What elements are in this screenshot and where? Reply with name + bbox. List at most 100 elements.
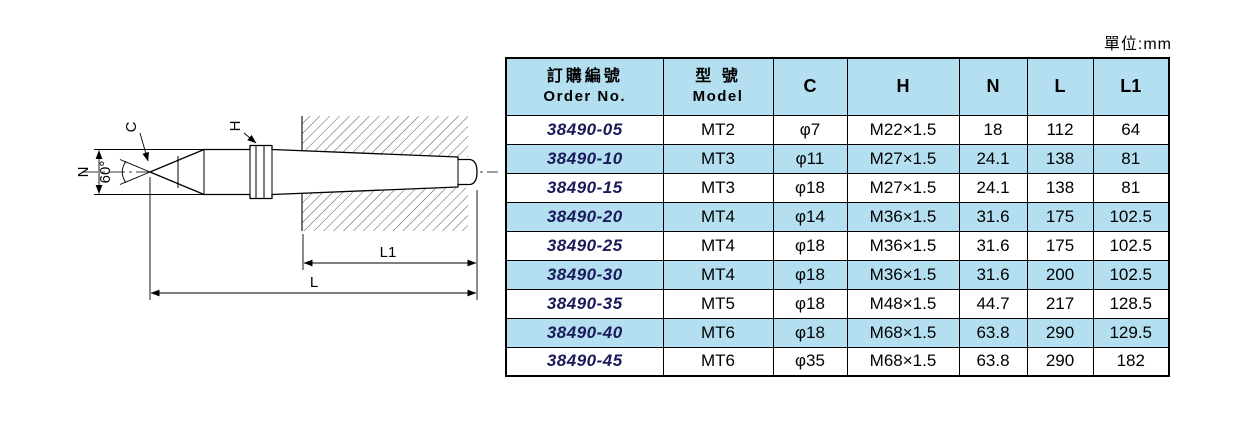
dimension-l (149, 177, 477, 300)
cell-model: MT4 (662, 259, 774, 290)
cell-l1: 81 (1092, 143, 1170, 174)
dimension-c (139, 132, 149, 162)
cell-n: 63.8 (958, 346, 1028, 377)
dimension-n (94, 149, 204, 195)
cell-order-no: 38490-30 (505, 259, 664, 290)
cell-n: 31.6 (958, 201, 1028, 232)
cell-c: φ35 (772, 346, 848, 377)
header-model-en: Model (692, 88, 744, 106)
cell-l1: 102.5 (1092, 201, 1170, 232)
cell-model: MT2 (662, 114, 774, 145)
cell-c: φ11 (772, 143, 848, 174)
unit-label: 單位:mm (1103, 36, 1172, 53)
dead-center-body (149, 144, 478, 200)
cell-model: MT4 (662, 230, 774, 261)
cell-h: M36×1.5 (846, 230, 960, 261)
cell-l1: 182 (1092, 346, 1170, 377)
cell-l: 200 (1026, 259, 1094, 290)
cell-c: φ18 (772, 172, 848, 203)
cell-h: M48×1.5 (846, 288, 960, 319)
cell-n: 18 (958, 114, 1028, 145)
cell-h: M27×1.5 (846, 172, 960, 203)
cell-order-no: 38490-25 (505, 230, 664, 261)
cell-n: 31.6 (958, 230, 1028, 261)
cell-order-no: 38490-40 (505, 317, 664, 348)
cell-model: MT3 (662, 143, 774, 174)
cell-model: MT3 (662, 172, 774, 203)
cell-n: 63.8 (958, 317, 1028, 348)
cell-l1: 102.5 (1092, 259, 1170, 290)
cell-order-no: 38490-20 (505, 201, 664, 232)
cell-order-no: 38490-10 (505, 143, 664, 174)
header-model-zh: 型 號 (695, 67, 741, 85)
cell-l1: 64 (1092, 114, 1170, 145)
cell-c: φ18 (772, 230, 848, 261)
cell-l: 138 (1026, 172, 1094, 203)
cell-model: MT6 (662, 317, 774, 348)
cell-model: MT4 (662, 201, 774, 232)
dim-label-h: H (227, 121, 244, 132)
col-header-model: 型 號 Model (662, 57, 774, 116)
dim-label-c: C (123, 121, 140, 132)
cell-n: 24.1 (958, 143, 1028, 174)
cell-l: 217 (1026, 288, 1094, 319)
cell-h: M27×1.5 (846, 143, 960, 174)
cell-order-no: 38490-05 (505, 114, 664, 145)
cell-h: M22×1.5 (846, 114, 960, 145)
dim-label-angle: 60° (97, 161, 114, 184)
dimension-l1 (302, 190, 478, 300)
col-header-l1: L1 (1092, 57, 1170, 116)
cell-order-no: 38490-35 (505, 288, 664, 319)
cell-order-no: 38490-45 (505, 346, 664, 377)
cell-l: 290 (1026, 346, 1094, 377)
col-header-n: N (958, 57, 1028, 116)
dim-label-l1: L1 (380, 244, 397, 261)
col-header-h: H (846, 57, 960, 116)
cell-h: M36×1.5 (846, 201, 960, 232)
cell-n: 24.1 (958, 172, 1028, 203)
dim-label-l: L (310, 274, 318, 291)
hatch-section (301, 116, 468, 231)
cell-c: φ18 (772, 288, 848, 319)
cell-c: φ18 (772, 259, 848, 290)
spec-table-container: 訂購編號 Order No. 型 號 Model C H N L L1 3849… (505, 57, 1170, 377)
header-row: 訂購編號 Order No. 型 號 Model C H N L L1 (505, 57, 1170, 116)
col-header-l: L (1026, 57, 1094, 116)
cell-n: 44.7 (958, 288, 1028, 319)
spec-table: 訂購編號 Order No. 型 號 Model C H N L L1 3849… (505, 57, 1170, 377)
dim-label-n: N (75, 167, 92, 178)
cell-l: 175 (1026, 230, 1094, 261)
cell-l: 112 (1026, 114, 1094, 145)
header-order-zh: 訂購編號 (546, 67, 623, 85)
cell-l1: 128.5 (1092, 288, 1170, 319)
cell-l: 138 (1026, 143, 1094, 174)
cell-l: 290 (1026, 317, 1094, 348)
cell-l: 175 (1026, 201, 1094, 232)
cell-c: φ14 (772, 201, 848, 232)
cell-c: φ7 (772, 114, 848, 145)
col-header-c: C (772, 57, 848, 116)
cell-l1: 81 (1092, 172, 1170, 203)
dimension-h (243, 132, 257, 144)
cell-h: M68×1.5 (846, 346, 960, 377)
technical-drawing: N 60° C H L1 L (75, 116, 498, 300)
cell-h: M36×1.5 (846, 259, 960, 290)
cell-model: MT5 (662, 288, 774, 319)
dimension-angle (119, 159, 151, 185)
cell-model: MT6 (662, 346, 774, 377)
cell-order-no: 38490-15 (505, 172, 664, 203)
cell-l1: 102.5 (1092, 230, 1170, 261)
cell-n: 31.6 (958, 259, 1028, 290)
col-header-order-no: 訂購編號 Order No. (505, 57, 664, 116)
cell-h: M68×1.5 (846, 317, 960, 348)
